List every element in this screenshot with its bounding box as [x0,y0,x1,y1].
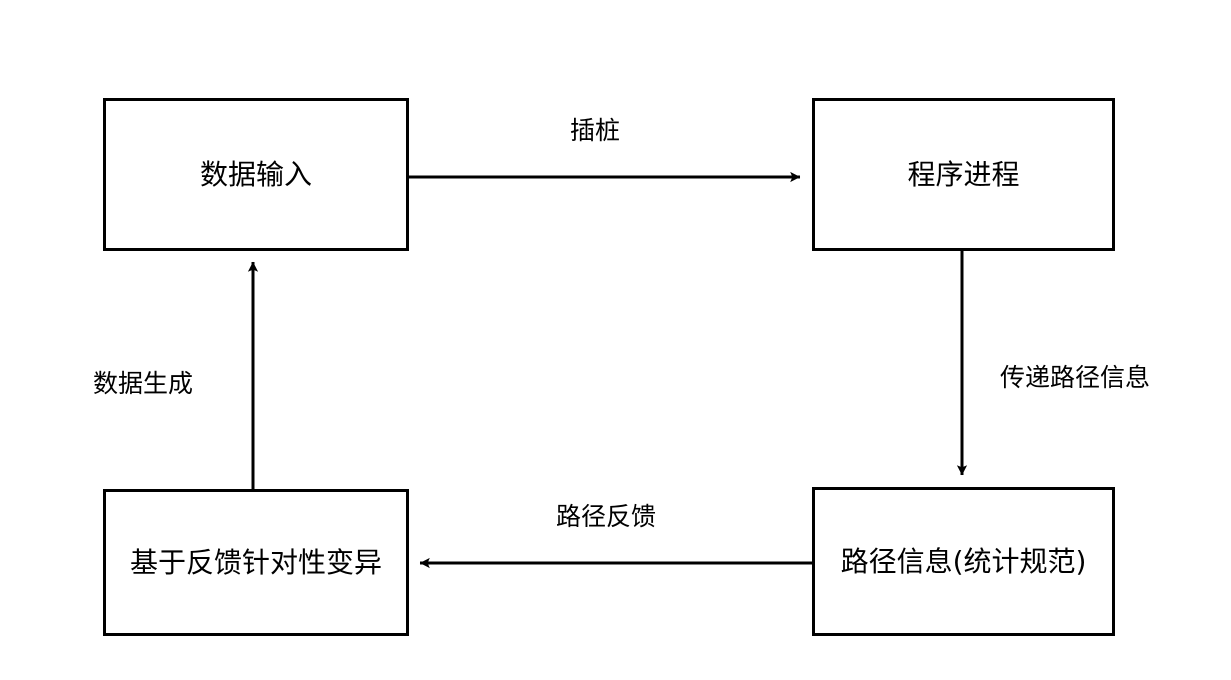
node-path-info-label: 路径信息(统计规范) [840,544,1087,578]
edge-label-pass-path-info: 传递路径信息 [1000,363,1151,392]
node-program-process[interactable]: 程序进程 [812,98,1115,251]
node-mutation[interactable]: 基于反馈针对性变异 [103,489,409,636]
node-path-info[interactable]: 路径信息(统计规范) [812,487,1115,636]
edge-label-data-generation: 数据生成 [93,369,194,398]
edge-label-instrumentation: 插桩 [570,116,621,145]
node-data-input-label: 数据输入 [199,157,312,191]
node-program-process-label: 程序进程 [907,157,1020,191]
node-data-input[interactable]: 数据输入 [103,98,409,251]
edge-label-path-feedback: 路径反馈 [556,502,657,531]
node-mutation-label: 基于反馈针对性变异 [129,545,382,579]
